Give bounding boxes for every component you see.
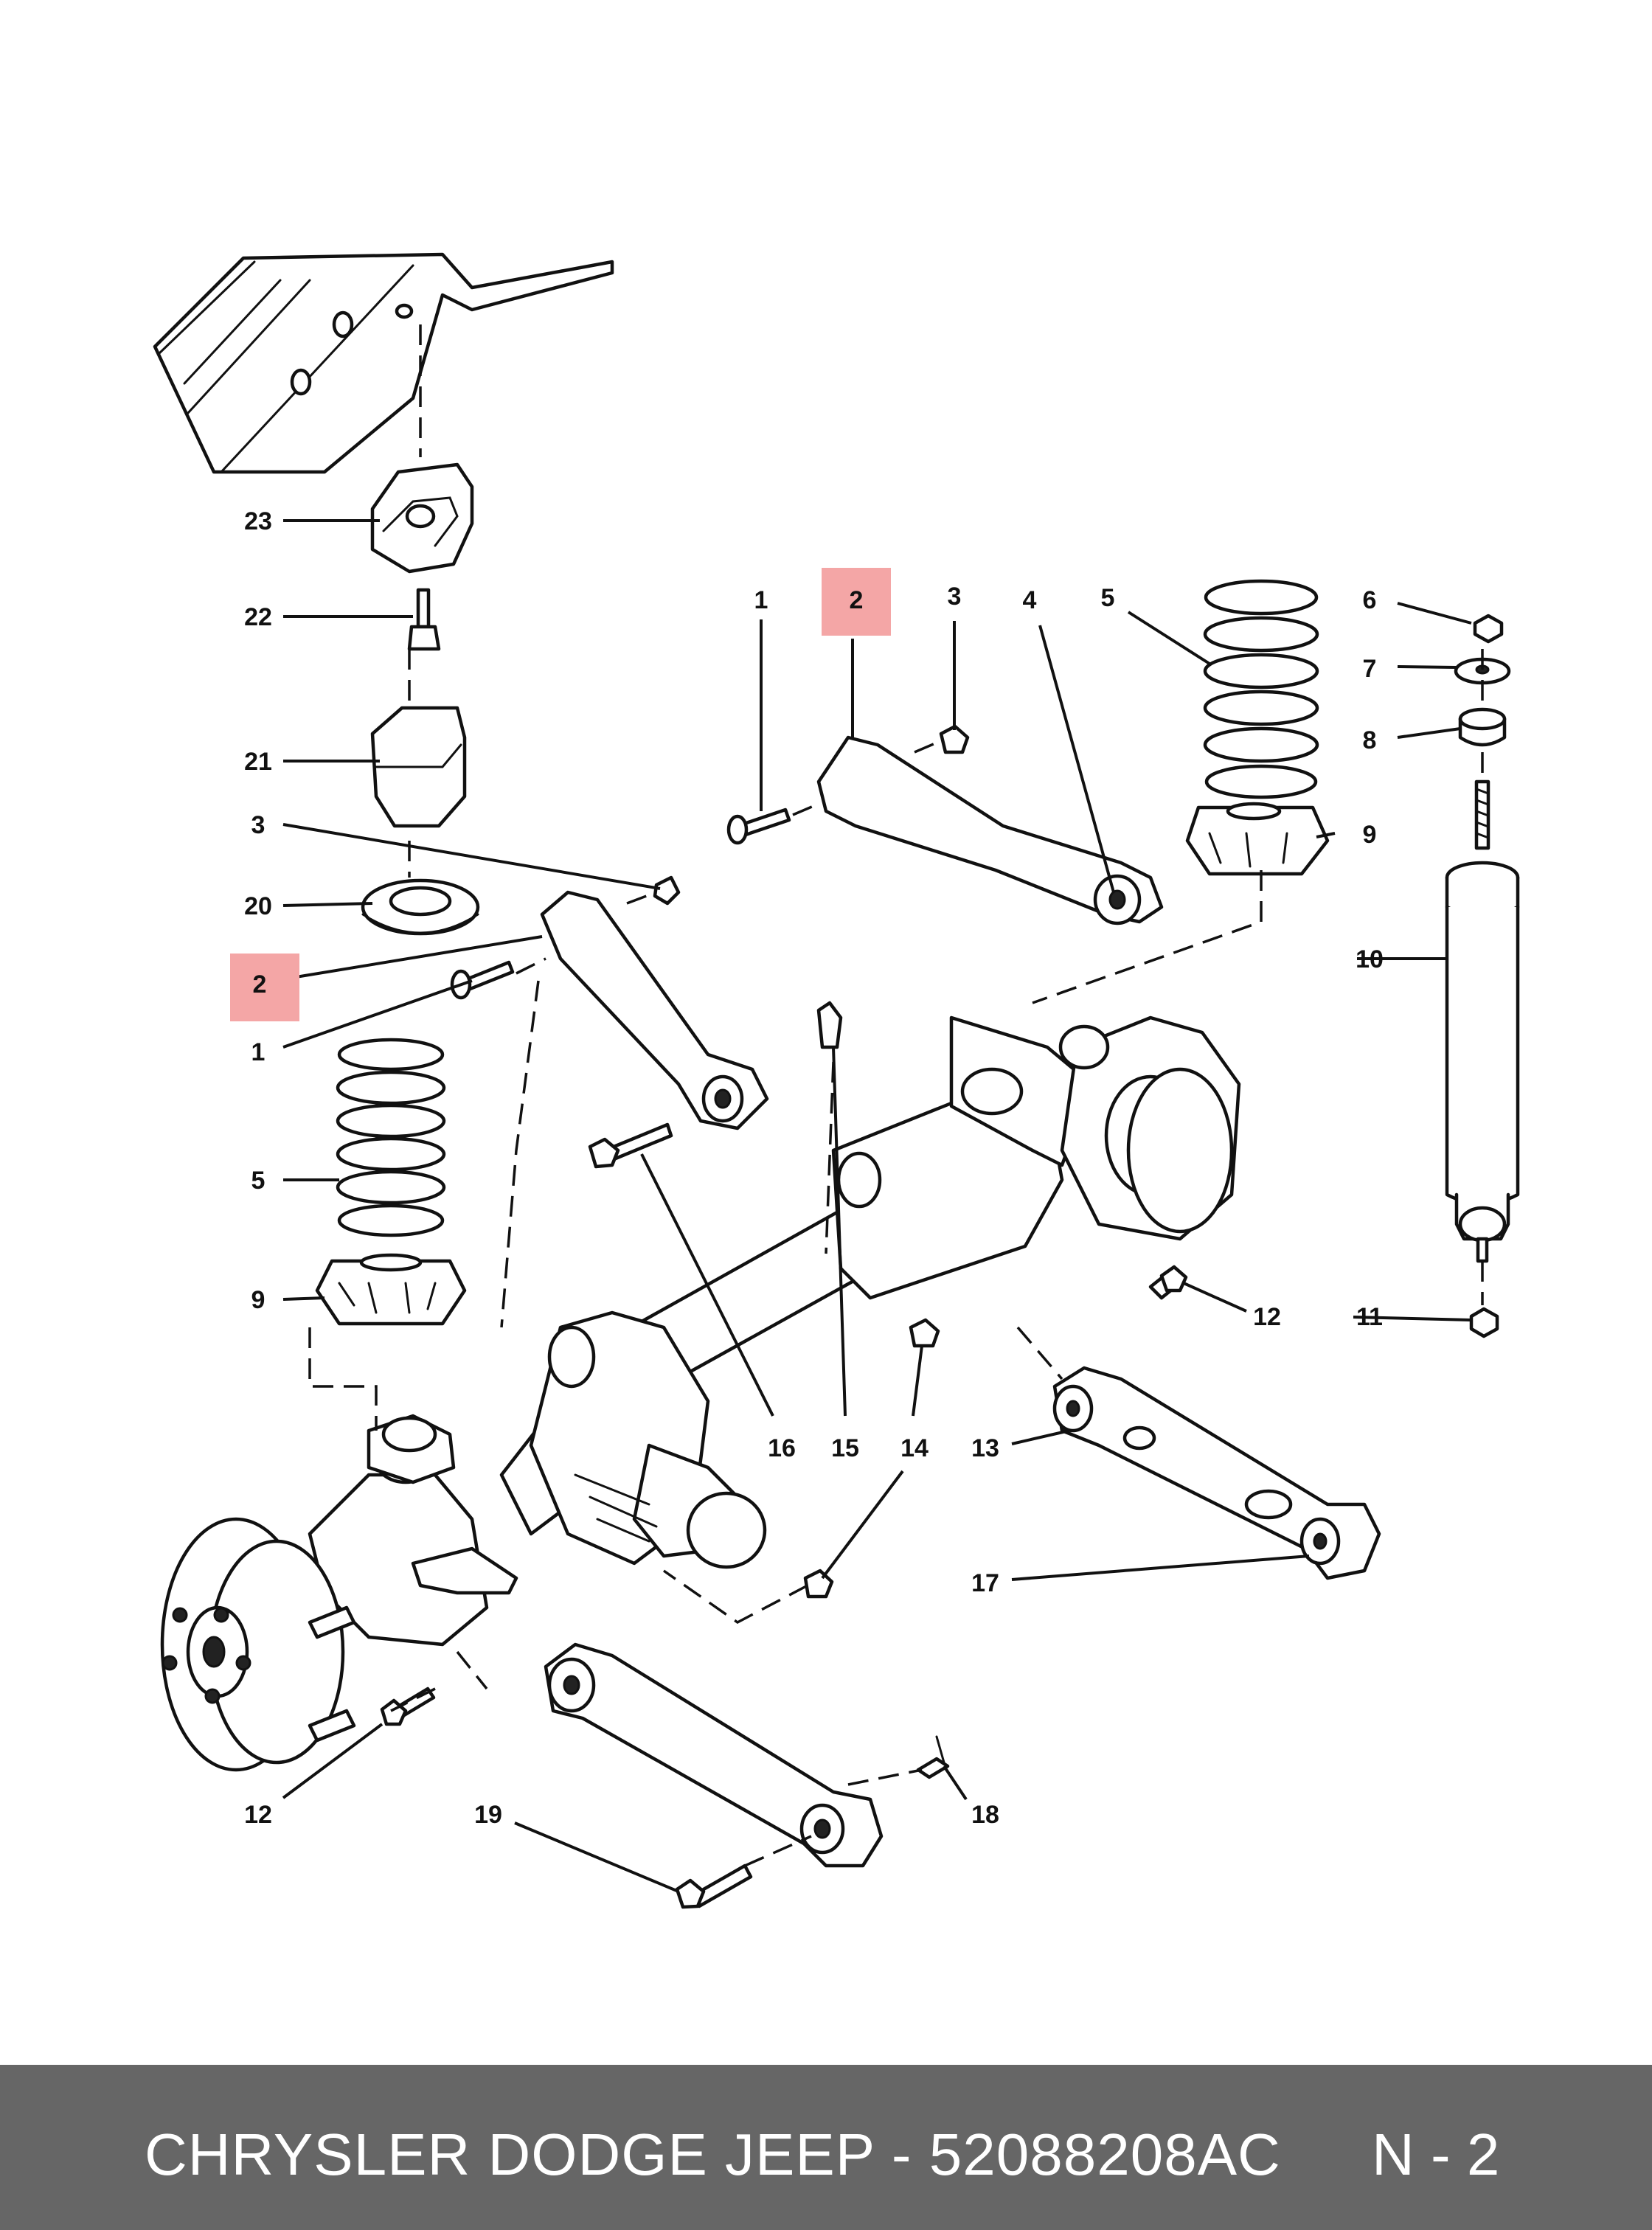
callout-labels: 1 2 3 4 5 6 7 8 9 10 11 12 23 22 21 3 20…: [244, 507, 1384, 1829]
callout-1-left: 1: [251, 1038, 266, 1066]
bolt-12-right: [1148, 1265, 1188, 1300]
spring-isolator-20: [361, 878, 480, 936]
callout-7: 7: [1363, 655, 1377, 683]
lower-control-arm-left: [544, 1642, 884, 1868]
leader-lines: [282, 519, 1472, 1893]
nut-3-right: [939, 724, 970, 754]
clip-18: [916, 1735, 950, 1779]
upper-control-arm-left: [540, 890, 769, 1130]
callout-18: 18: [971, 1801, 999, 1829]
shock-bushing-8: [1458, 707, 1507, 747]
jounce-bumper-21: [370, 706, 467, 828]
callout-6: 6: [1363, 586, 1377, 614]
callout-3-left: 3: [251, 811, 266, 839]
suspension-exploded-diagram: 1 2 3 4 5 6 7 8 9 10 11 12 23 22 21 3 20…: [153, 252, 1520, 1909]
callout-8: 8: [1363, 726, 1377, 754]
callout-2-left: 2: [253, 970, 267, 998]
bolt-1-right: [726, 807, 791, 845]
callout-3-top: 3: [948, 583, 962, 611]
callout-5-top: 5: [1101, 584, 1115, 612]
coil-spring-5-right: [1203, 579, 1319, 799]
callout-13: 13: [971, 1434, 999, 1462]
callout-12-right: 12: [1253, 1303, 1281, 1331]
shock-nut-11: [1469, 1307, 1499, 1338]
nut-3-left: [653, 875, 681, 906]
callout-9-right: 9: [1363, 821, 1377, 849]
bump-stop-bracket-23: [370, 462, 474, 574]
bolt-16: [588, 1122, 673, 1169]
spring-seat-9-left: [315, 1253, 467, 1326]
callout-12-left: 12: [244, 1801, 272, 1829]
callout-16: 16: [768, 1434, 796, 1462]
callout-5-left: 5: [251, 1167, 266, 1195]
callout-2-top: 2: [850, 586, 864, 614]
callout-1-top: 1: [754, 586, 768, 614]
lower-control-arm-13: [1052, 1366, 1381, 1580]
callout-17: 17: [971, 1569, 999, 1597]
callout-21: 21: [244, 748, 272, 776]
callout-23: 23: [244, 507, 272, 535]
nut-14: [909, 1318, 940, 1348]
shock-nut-6: [1473, 614, 1504, 644]
highlight-box-2-top: [822, 568, 891, 636]
callout-20: 20: [244, 892, 272, 920]
assembly-lines: [308, 324, 1484, 1867]
spring-seat-9-right: [1185, 802, 1330, 876]
shock-absorber-10: [1445, 779, 1520, 1263]
footer-bar: CHRYSLER DODGE JEEP - 52088208AC N - 2: [0, 2065, 1652, 2230]
upper-control-arm-right: [816, 735, 1164, 925]
callout-9-left: 9: [251, 1286, 266, 1314]
front-axle-assembly: [160, 1015, 1241, 1772]
coil-spring-5-left: [336, 1038, 446, 1237]
callout-14: 14: [900, 1434, 929, 1462]
footer-title: CHRYSLER DODGE JEEP - 52088208AC: [145, 2122, 1281, 2187]
callout-4: 4: [1023, 586, 1037, 614]
callout-10: 10: [1356, 945, 1384, 973]
callout-19: 19: [474, 1801, 502, 1829]
bolt-1-left: [450, 960, 515, 1000]
callout-22: 22: [244, 603, 272, 631]
nut-14-lower: [803, 1569, 834, 1599]
bolt-22: [407, 588, 441, 651]
highlight-box-2-left: [230, 954, 299, 1021]
clip-15: [816, 1001, 843, 1049]
callout-15: 15: [831, 1434, 859, 1462]
footer-page-number: N - 2: [1372, 2122, 1500, 2187]
bolt-19: [675, 1863, 753, 1909]
callout-11: 11: [1356, 1303, 1383, 1331]
frame-rail: [153, 252, 614, 474]
